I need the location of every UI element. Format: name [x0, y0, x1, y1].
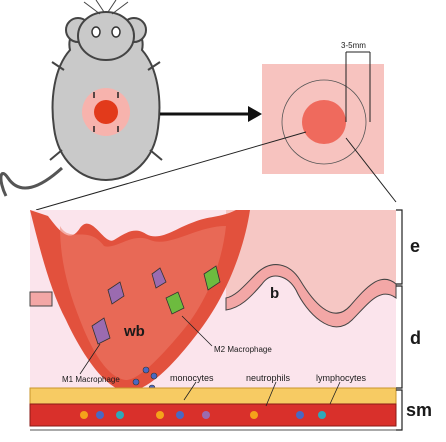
mouse-left-eye	[91, 26, 101, 38]
wound-inner-circle	[302, 100, 346, 144]
mouse-leg-fl	[51, 61, 65, 71]
epidermis-left	[29, 291, 53, 307]
mouse-leg-bl	[49, 149, 63, 161]
label-b: b	[270, 285, 279, 302]
mouse-whiskers	[83, 0, 129, 15]
monocytes-label: monocytes	[170, 373, 214, 383]
fat-layer	[29, 387, 397, 405]
zoom-lines	[35, 131, 397, 211]
mouse-leg-br	[149, 149, 163, 161]
magnify-arrow	[160, 106, 262, 122]
blood-vessel	[29, 403, 397, 427]
m2-macrophage-cells	[165, 265, 221, 315]
mouse-illustration	[0, 0, 163, 197]
layer-e-label: e	[410, 236, 420, 256]
layer-sm-label: sm	[406, 400, 432, 420]
mouse-tail	[0, 166, 64, 197]
leader-lines	[79, 315, 341, 407]
wound-bed-label: wb	[123, 323, 145, 340]
mouse-right-eye	[111, 26, 121, 38]
mouse-head	[77, 11, 135, 61]
layer-brackets	[396, 209, 403, 431]
epidermis-band	[225, 264, 397, 328]
skin-cross-section	[29, 210, 397, 431]
measurement-label: 3-5mm	[341, 41, 366, 50]
mouse-wound-core	[94, 100, 118, 124]
m1-macrophage-cells	[91, 267, 167, 345]
wound-outer-ring	[281, 79, 367, 165]
mouse-leg-fr	[147, 61, 161, 71]
lymphocytes-label: lymphocytes	[316, 373, 367, 383]
blood-cells	[80, 411, 326, 419]
m2-macrophage-label: M2 Macrophage	[214, 345, 272, 354]
m1-macrophage-label: M1 Macrophage	[62, 375, 120, 384]
mouse-wound-sutures	[93, 92, 119, 132]
skin-surface-right	[226, 210, 396, 314]
layer-d-label: d	[410, 328, 421, 348]
wound-detail: 3-5mm	[262, 41, 384, 174]
measurement-bracket	[345, 51, 371, 122]
neutrophils-label: neutrophils	[246, 373, 291, 383]
